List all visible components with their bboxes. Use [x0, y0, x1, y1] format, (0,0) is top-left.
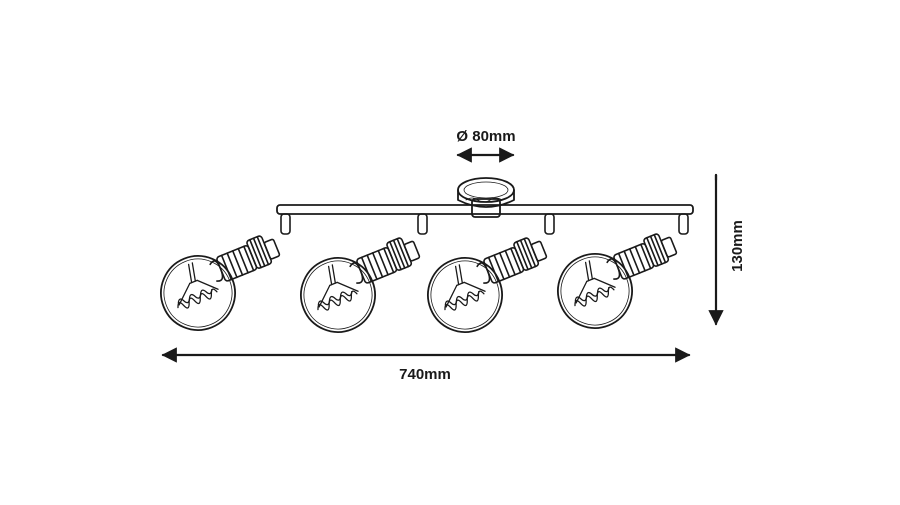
- height-dimension: 130mm: [708, 173, 746, 326]
- swivel-joints: [280, 213, 689, 235]
- ceiling-canopy: [457, 177, 515, 208]
- lamp-head-1: [148, 230, 283, 343]
- lamp-head-4: [545, 228, 680, 341]
- lamp-head-2: [288, 232, 423, 345]
- width-dimension: 740mm: [161, 347, 691, 383]
- diameter-dimension: Ø 80mm: [456, 128, 516, 163]
- diameter-label: Ø 80mm: [456, 128, 515, 145]
- height-label: 130mm: [729, 220, 746, 272]
- width-label: 740mm: [399, 366, 451, 383]
- lamp-head-3: [415, 232, 550, 345]
- mounting-bar: [276, 198, 694, 218]
